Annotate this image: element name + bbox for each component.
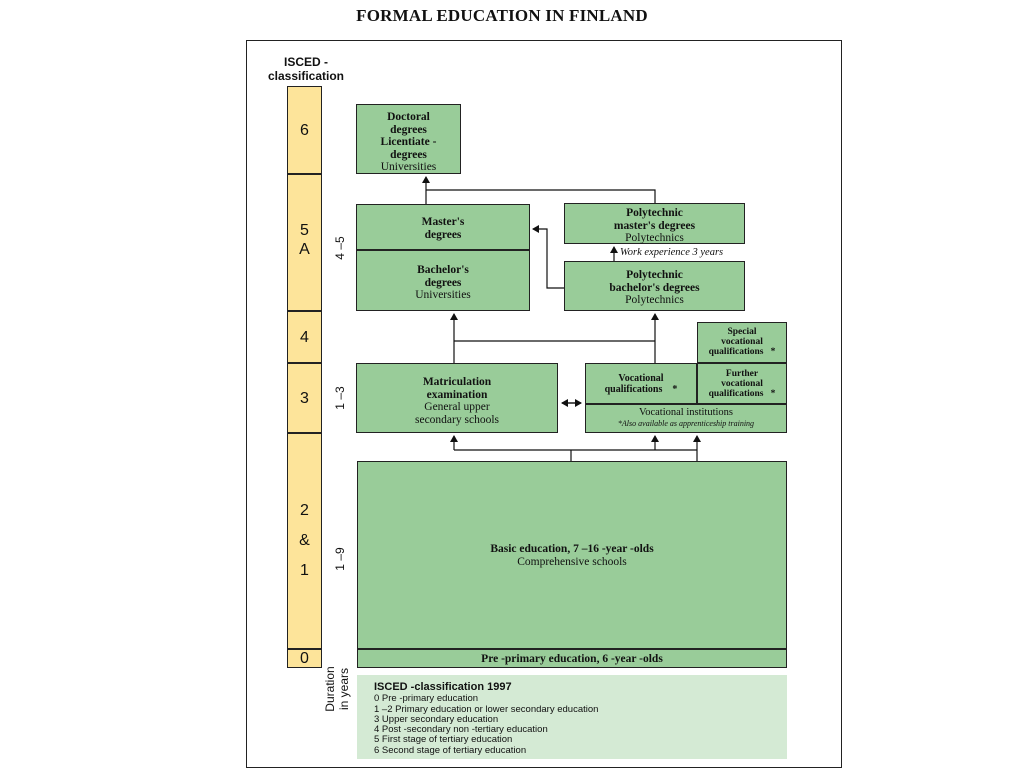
matriculation-sub1: General upper bbox=[424, 401, 490, 413]
doctoral-line4: degrees bbox=[390, 148, 427, 161]
isced-legend: ISCED -classification 1997 0 Pre -primar… bbox=[357, 675, 787, 759]
level-5a: 5 A bbox=[287, 174, 322, 311]
legend-item: 0 Pre -primary education bbox=[374, 693, 479, 705]
legend-item: 1 –2 Primary education or lower secondar… bbox=[374, 703, 599, 715]
level-4: 4 bbox=[287, 311, 322, 363]
poly-bachelors-line2: bachelor's degrees bbox=[609, 281, 700, 294]
poly-bachelors-line1: Polytechnic bbox=[626, 269, 683, 281]
legend-item: 4 Post -secondary non -tertiary educatio… bbox=[374, 724, 548, 736]
arrow-poly-master-to-doctoral bbox=[426, 189, 656, 203]
level-6-label: 6 bbox=[300, 121, 309, 139]
level-5a-label-2: A bbox=[299, 241, 310, 258]
doctoral-degrees-box: Doctoral degrees Licentiate - degrees Un… bbox=[356, 104, 461, 174]
voc-inst-note: *Also available as apprenticeship traini… bbox=[617, 419, 755, 428]
legend-heading: ISCED -classification 1997 bbox=[374, 681, 512, 693]
polytechnic-masters-box: Polytechnic master's degrees Polytechnic… bbox=[564, 203, 745, 244]
special-voc-line1: Special bbox=[727, 327, 757, 337]
level-0-label: 0 bbox=[300, 650, 309, 667]
voc-quals-line1: Vocational bbox=[618, 373, 664, 384]
basic-sub: Comprehensive schools bbox=[517, 555, 627, 568]
matriculation-box: Matriculation examination General upper … bbox=[356, 363, 558, 433]
level-2-1-label-3: 1 bbox=[300, 562, 309, 579]
special-voc-star: * bbox=[770, 347, 776, 357]
special-voc-line2: vocational bbox=[721, 337, 763, 347]
poly-masters-line1: Polytechnic bbox=[626, 207, 683, 219]
matriculation-sub2: secondary schools bbox=[415, 413, 499, 426]
further-voc-line3-wrap: qualifications * bbox=[698, 389, 786, 399]
level-3: 3 bbox=[287, 363, 322, 433]
work-experience-label: Work experience 3 years bbox=[620, 247, 724, 258]
arrow-poly-to-masters bbox=[532, 225, 564, 289]
isced-header-line2: classification bbox=[267, 69, 345, 83]
voc-quals-line2-wrap: qualifications * bbox=[586, 384, 696, 395]
further-vocational-box: Further vocational qualifications * bbox=[697, 363, 787, 404]
masters-line1: Master's bbox=[421, 216, 465, 228]
level-6: 6 bbox=[287, 86, 322, 174]
preprimary-box: Pre -primary education, 6 -year -olds bbox=[357, 649, 787, 668]
bachelors-sub: Universities bbox=[415, 289, 471, 301]
legend-item: 6 Second stage of tertiary education bbox=[374, 744, 527, 756]
masters-degrees-box: Master's degrees bbox=[356, 204, 530, 250]
further-voc-star: * bbox=[770, 389, 776, 399]
poly-masters-sub: Polytechnics bbox=[625, 232, 684, 244]
basic-line1: Basic education, 7 –16 -year -olds bbox=[490, 543, 654, 555]
doctoral-line3: Licentiate - bbox=[380, 136, 437, 148]
bachelors-line2: degrees bbox=[424, 276, 462, 289]
voc-inst-line1: Vocational institutions bbox=[638, 407, 733, 418]
level-2-1-label-1: 2 bbox=[300, 502, 309, 519]
further-voc-line3: qualifications bbox=[708, 389, 764, 399]
isced-header: ISCED - classification bbox=[258, 55, 354, 83]
legend-item: 5 First stage of tertiary education bbox=[374, 734, 513, 746]
bachelors-line1: Bachelor's bbox=[417, 264, 469, 276]
legend-item: 3 Upper secondary education bbox=[374, 713, 499, 725]
level-2-1: 2 & 1 bbox=[287, 433, 322, 649]
diagram-title: FORMAL EDUCATION IN FINLAND bbox=[356, 6, 648, 25]
further-voc-line1: Further bbox=[725, 369, 759, 379]
doctoral-line2: degrees bbox=[390, 123, 427, 136]
special-voc-line3: qualifications bbox=[708, 347, 764, 357]
masters-line2: degrees bbox=[424, 228, 462, 241]
matriculation-line1: Matriculation bbox=[422, 376, 492, 388]
poly-bachelors-sub: Polytechnics bbox=[625, 294, 684, 306]
level-3-label: 3 bbox=[300, 389, 309, 407]
special-vocational-box: Special vocational qualifications * bbox=[697, 322, 787, 363]
poly-masters-line2: master's degrees bbox=[613, 219, 696, 232]
preprimary-label: Pre -primary education, 6 -year -olds bbox=[481, 653, 663, 665]
special-voc-line3-wrap: qualifications * bbox=[698, 347, 786, 357]
level-0: 0 bbox=[287, 649, 322, 668]
voc-quals-line2: qualifications bbox=[604, 384, 663, 395]
isced-header-line1: ISCED - bbox=[283, 55, 328, 69]
voc-quals-star: * bbox=[672, 384, 678, 395]
bachelors-degrees-box: Bachelor's degrees Universities bbox=[356, 250, 530, 311]
polytechnic-bachelors-box: Polytechnic bachelor's degrees Polytechn… bbox=[564, 261, 745, 311]
doctoral-line1: Doctoral bbox=[387, 111, 430, 123]
level-4-label: 4 bbox=[300, 328, 309, 346]
further-voc-line2: vocational bbox=[721, 379, 763, 389]
matriculation-line2: examination bbox=[426, 388, 488, 401]
vocational-institutions-box: Vocational institutions *Also available … bbox=[585, 404, 787, 433]
basic-education-box: Basic education, 7 –16 -year -olds Compr… bbox=[357, 461, 787, 649]
doctoral-sub: Universities bbox=[380, 161, 437, 173]
vocational-qualifications-box: Vocational qualifications * bbox=[585, 363, 697, 404]
level-5a-label-1: 5 bbox=[300, 222, 309, 239]
level-2-1-label-2: & bbox=[299, 532, 310, 549]
